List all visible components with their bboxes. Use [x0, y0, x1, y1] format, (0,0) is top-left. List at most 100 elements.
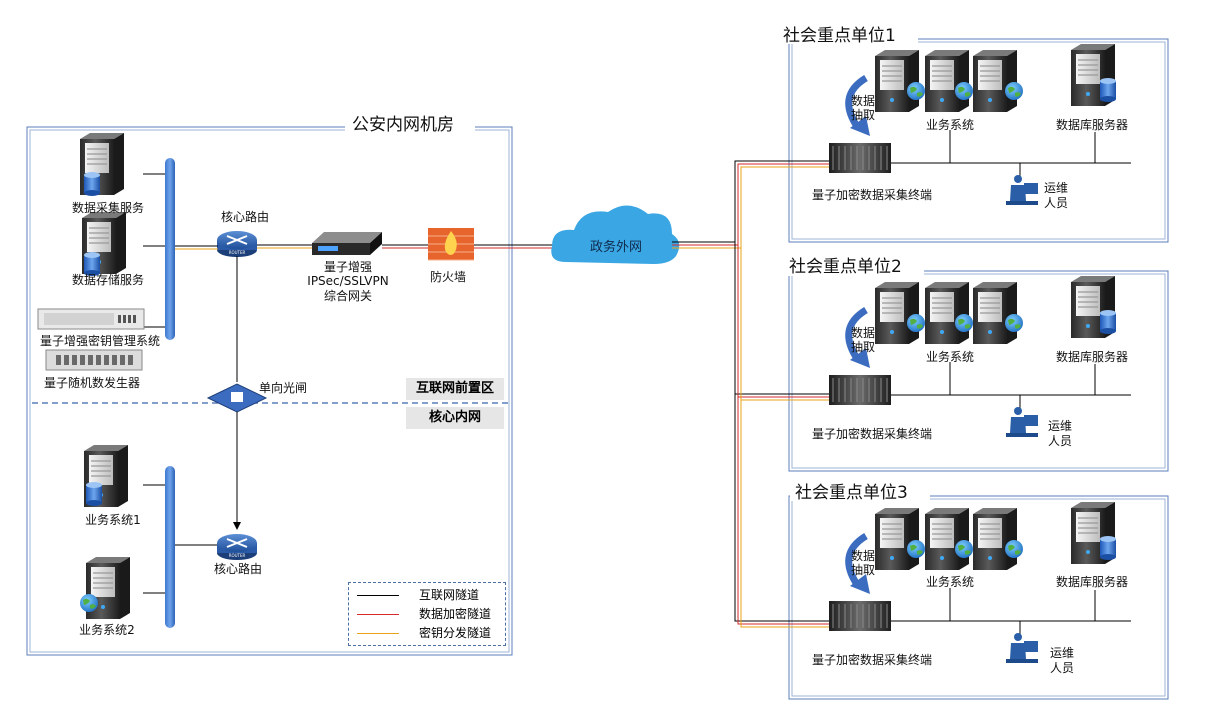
- trunk-unit3-orange: [740, 400, 829, 628]
- core-router-bottom-icon-arrows: [226, 538, 248, 548]
- unit-2-ops-monitor: [1024, 415, 1038, 426]
- legend-internet-tunnel: 互联网隧道: [357, 587, 502, 603]
- qrng-device-slot: [128, 355, 133, 365]
- unit-2-ops-2: 人员: [1048, 434, 1073, 448]
- unit-3-globe-icon: [907, 540, 925, 558]
- core-router-top-icon-arrows: [226, 235, 248, 245]
- legend-key-tunnel: 密钥分发隧道: [357, 625, 502, 641]
- unit-3-extract-arrowhead: [850, 574, 870, 594]
- unit-2-globe-icon: [907, 314, 925, 332]
- unit-2-title: 社会重点单位2: [789, 257, 902, 277]
- qrng-device-slot: [88, 355, 93, 365]
- trunk-unit3-red: [737, 397, 829, 625]
- trunk-unit3-black: [734, 394, 829, 622]
- legend-line-black: [357, 595, 399, 596]
- zone-core-tag: 核心内网: [406, 407, 504, 429]
- unit-2-biz-server-icon: [924, 281, 970, 345]
- core-router-bottom-icon: ROUTER: [217, 534, 257, 560]
- unit-1-title-gap: [778, 34, 918, 44]
- unit-1-title: 社会重点单位1: [783, 26, 896, 46]
- unit-1-terminal-icon: [829, 143, 891, 173]
- qrng-device-slot: [120, 355, 125, 365]
- unit-3-globe-icon: [955, 540, 973, 558]
- trunk-unit1-black: [734, 160, 829, 242]
- biz2-globe-icon: [80, 594, 98, 612]
- qrng-device-slot: [112, 355, 117, 365]
- unit-3-db-label: 数据库服务器: [1055, 575, 1129, 589]
- unit-1-frame-outer: [788, 38, 1169, 243]
- legend-data-tunnel: 数据加密隧道: [357, 606, 502, 622]
- unit-3-biz-label: 业务系统: [925, 575, 975, 589]
- legend-line-red: [357, 614, 399, 615]
- optical-gap-label: 单向光闸: [259, 381, 308, 395]
- legend-line-orange: [357, 633, 399, 634]
- unit-2-frame-inner: [791, 273, 1166, 469]
- optical-gap-mark: [231, 392, 243, 402]
- unit-1-biz-server-icon: [972, 49, 1018, 113]
- core-router-top-icon-caption: ROUTER: [229, 250, 246, 255]
- unit-3-title-gap: [790, 491, 930, 501]
- biz1-db-icon: [86, 482, 102, 506]
- unit-2-extract-arrowhead: [850, 348, 870, 368]
- unit-1-extract-2: 抽取: [851, 108, 876, 122]
- qrng-device-slot: [104, 355, 109, 365]
- unit-1-extract-arrow: [845, 74, 868, 130]
- unit-3-terminal-label: 量子加密数据采集终端: [811, 653, 933, 667]
- unit-3-ops-body: [1010, 643, 1026, 659]
- cloud-icon: [551, 205, 680, 264]
- unit-2-biz-server-icon: [972, 281, 1018, 345]
- unit-1-frame-inner: [791, 41, 1166, 240]
- core-router-top-icon: ROUTER: [217, 231, 257, 257]
- legend-label-key: 密钥分发隧道: [419, 626, 492, 640]
- unit-1-globe-icon: [1005, 82, 1023, 100]
- unit-2-biz-label: 业务系统: [925, 350, 975, 364]
- unit-2-frame-outer: [788, 270, 1169, 472]
- police-title-gap: [345, 123, 475, 133]
- unit-3-frame-inner: [791, 498, 1166, 697]
- qrng-device-slot: [80, 355, 85, 365]
- legend-label-internet: 互联网隧道: [419, 588, 480, 602]
- trunk-unit1-red: [737, 163, 829, 245]
- unit-1-biz-server-icon: [924, 49, 970, 113]
- kms-label: 量子增强密钥管理系统: [39, 334, 161, 348]
- unit-3-ops-person-icon: [1006, 633, 1038, 663]
- vpn-gateway-side: [370, 232, 382, 255]
- firewall-flame: [444, 231, 457, 255]
- qrng-device-slot: [64, 355, 69, 365]
- core-router-bottom-label: 核心路由: [213, 562, 263, 576]
- unit-2-ops-head: [1014, 407, 1022, 415]
- police-room-title: 公安内网机房: [352, 115, 454, 135]
- bus-core: [165, 466, 175, 628]
- cloud-label: 政务外网: [589, 240, 643, 255]
- zone-front-tag: 互联网前置区: [406, 378, 504, 400]
- unit-3-biz-server-icon: [972, 507, 1018, 571]
- unit-3-ops-2: 人员: [1050, 661, 1075, 675]
- kms-rack-port: [128, 315, 131, 323]
- unit-1-db-label: 数据库服务器: [1055, 118, 1129, 132]
- unit-2-title-gap: [784, 266, 924, 276]
- unit-2-ops-body: [1010, 417, 1026, 433]
- qrng-device-icon: [45, 349, 143, 371]
- kms-rack-port: [123, 315, 126, 323]
- unit-2-terminal-label: 量子加密数据采集终端: [811, 427, 933, 441]
- qrng-label: 量子随机数发生器: [43, 376, 141, 390]
- unit-3-extract-arrow: [845, 532, 868, 588]
- unit-2-db-label: 数据库服务器: [1055, 350, 1129, 364]
- unit-2-extract-arrow: [845, 306, 868, 362]
- bus-front: [165, 158, 175, 340]
- unit-3-title: 社会重点单位3: [795, 483, 908, 503]
- unit-3-ops-desk: [1006, 659, 1038, 663]
- kms-rack-port: [118, 315, 121, 323]
- vpn-gateway-top: [312, 232, 382, 243]
- unit-1-ops-desk: [1006, 201, 1038, 205]
- biz-system-1-label: 业务系统1: [85, 513, 141, 527]
- collect-db-icon: [84, 172, 100, 196]
- unit-3-frame-outer: [788, 495, 1169, 700]
- unit-3-biz-server-icon: [874, 507, 920, 571]
- unit-1-ops-2: 人员: [1044, 196, 1069, 210]
- unit-1-biz-server-icon: [874, 49, 920, 113]
- server-label-storage: 数据存储服务: [71, 273, 145, 287]
- vpn-gateway-display: [318, 246, 338, 251]
